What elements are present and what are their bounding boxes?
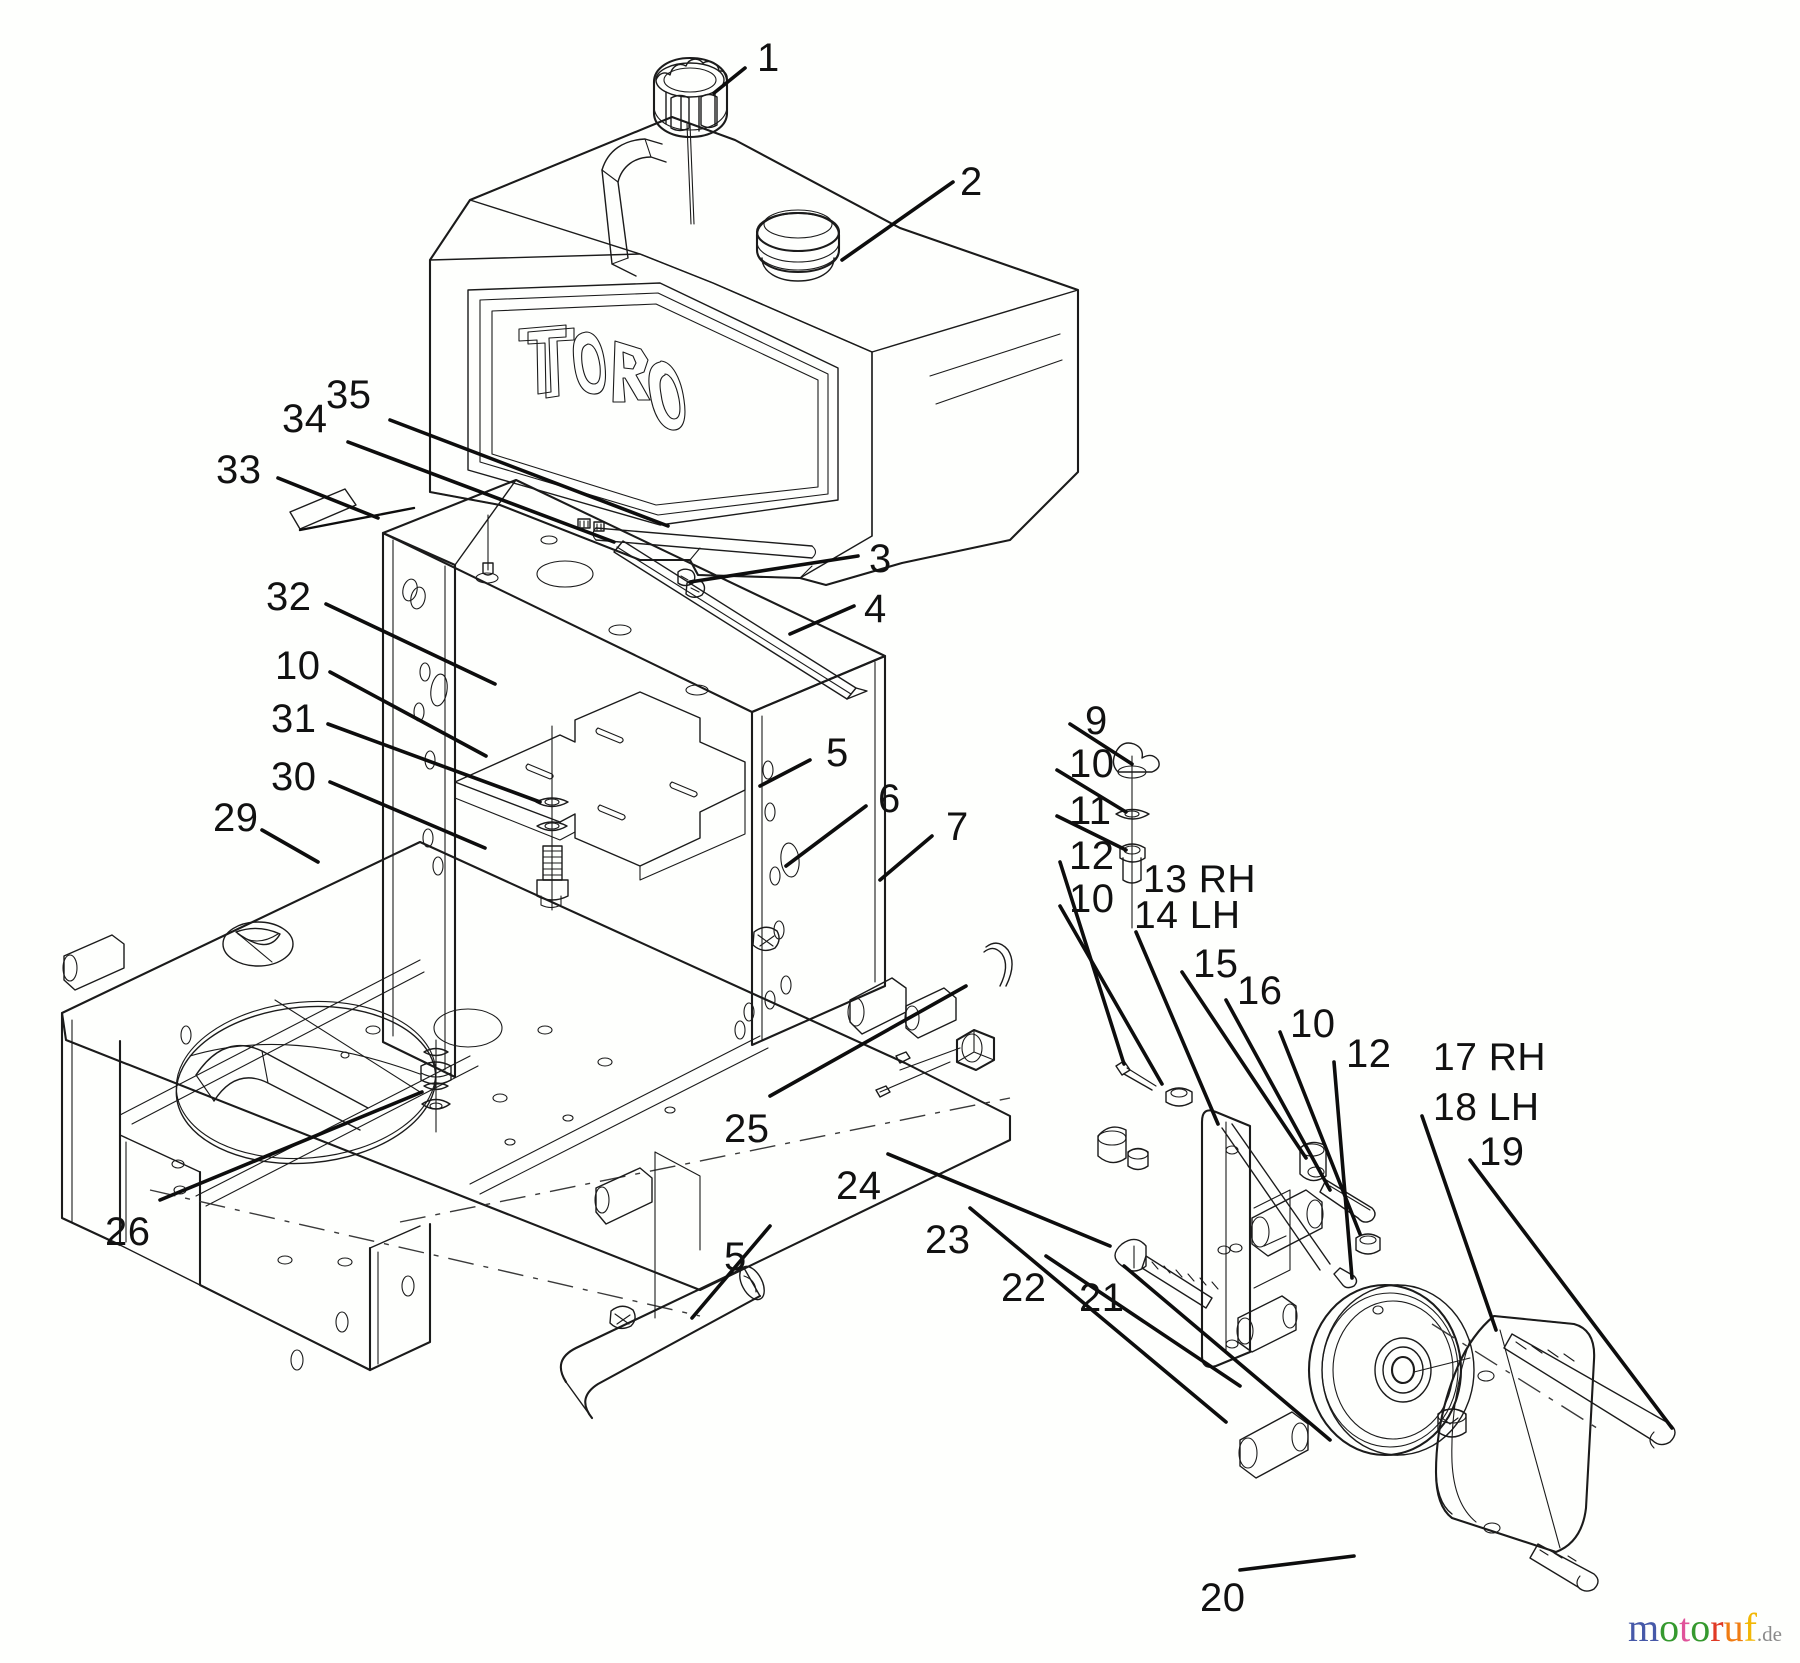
callout-10-b: 10: [1069, 742, 1115, 786]
watermark-suffix: .de: [1756, 1622, 1782, 1646]
watermark-letter-o1: o: [1659, 1605, 1680, 1650]
callout-5-lower: 5: [724, 1235, 747, 1279]
idler-arm-plate-group: [1200, 1109, 1331, 1368]
watermark-letter-u: u: [1723, 1605, 1744, 1650]
fuel-cap-group: [652, 56, 729, 225]
carriage-bolt-part-24: [1114, 1238, 1219, 1309]
callout-34: 34: [282, 397, 328, 441]
callout-4: 4: [864, 587, 887, 631]
callout-11: 11: [1069, 789, 1112, 833]
short-bolt-part-20: [1529, 1543, 1599, 1592]
callout-15: 15: [1193, 942, 1239, 986]
bolt-stack-left-group: [535, 725, 569, 911]
callout-9: 9: [1085, 699, 1108, 743]
callout-29: 29: [213, 796, 259, 840]
watermark-letter-t: t: [1679, 1605, 1691, 1650]
watermark-letter-f: f: [1743, 1605, 1757, 1650]
callout-26: 26: [105, 1210, 151, 1254]
callout-21: 21: [1079, 1276, 1125, 1320]
callout-19: 19: [1479, 1130, 1525, 1174]
watermark-letter-r: r: [1710, 1605, 1724, 1650]
spacer-and-spring-group: [847, 942, 1013, 1098]
fastener-group-right: [1319, 1179, 1381, 1289]
callout-3: 3: [869, 537, 892, 581]
support-rod-part-4: [613, 540, 868, 700]
belt-cover-group: [1431, 1314, 1601, 1554]
callout-22: 22: [1001, 1266, 1047, 1310]
callout-33: 33: [216, 448, 262, 492]
callout-23: 23: [925, 1218, 971, 1262]
callout-31: 31: [271, 697, 317, 741]
callout-10-a: 10: [275, 644, 321, 688]
callout-12-a: 12: [1069, 834, 1115, 878]
watermark-letter-o2: o: [1690, 1605, 1711, 1650]
motoruf-watermark: motoruf.de: [1628, 1608, 1782, 1648]
bolt-part-5-lower: [609, 1151, 701, 1330]
callout-13-rh: 13 RH: [1143, 858, 1257, 901]
callout-6: 6: [878, 777, 901, 821]
callout-18-lh: 18 LH: [1433, 1086, 1540, 1129]
main-frame-deck-group: [60, 840, 1012, 1420]
bolt-part-5-upper: [752, 926, 780, 952]
callout-35: 35: [326, 373, 372, 417]
callout-12-b: 12: [1346, 1032, 1392, 1076]
callout-2: 2: [960, 160, 983, 204]
callout-7: 7: [946, 805, 969, 849]
idler-pulley-group: [1238, 1283, 1475, 1479]
callout-10-d: 10: [1290, 1002, 1336, 1046]
callout-24: 24: [836, 1164, 882, 1208]
callout-32: 32: [266, 575, 312, 619]
callout-17-rh: 17 RH: [1433, 1036, 1547, 1079]
callout-14-lh: 14 LH: [1134, 894, 1241, 937]
callout-16: 16: [1237, 969, 1283, 1013]
leader-lines: [158, 66, 1674, 1572]
watermark-letter-m: m: [1628, 1605, 1660, 1650]
callout-10-c: 10: [1069, 877, 1115, 921]
callout-25: 25: [724, 1107, 770, 1151]
deck-center-hardware-group: [420, 1039, 452, 1133]
vertical-rod-group: [1097, 742, 1193, 1171]
callout-30: 30: [271, 755, 317, 799]
callout-5-upper: 5: [826, 731, 849, 775]
fuel-tank-group: [428, 115, 1080, 587]
tank-support-bracket-group: [381, 478, 887, 1079]
callout-20: 20: [1200, 1576, 1246, 1620]
callout-1: 1: [757, 36, 780, 80]
